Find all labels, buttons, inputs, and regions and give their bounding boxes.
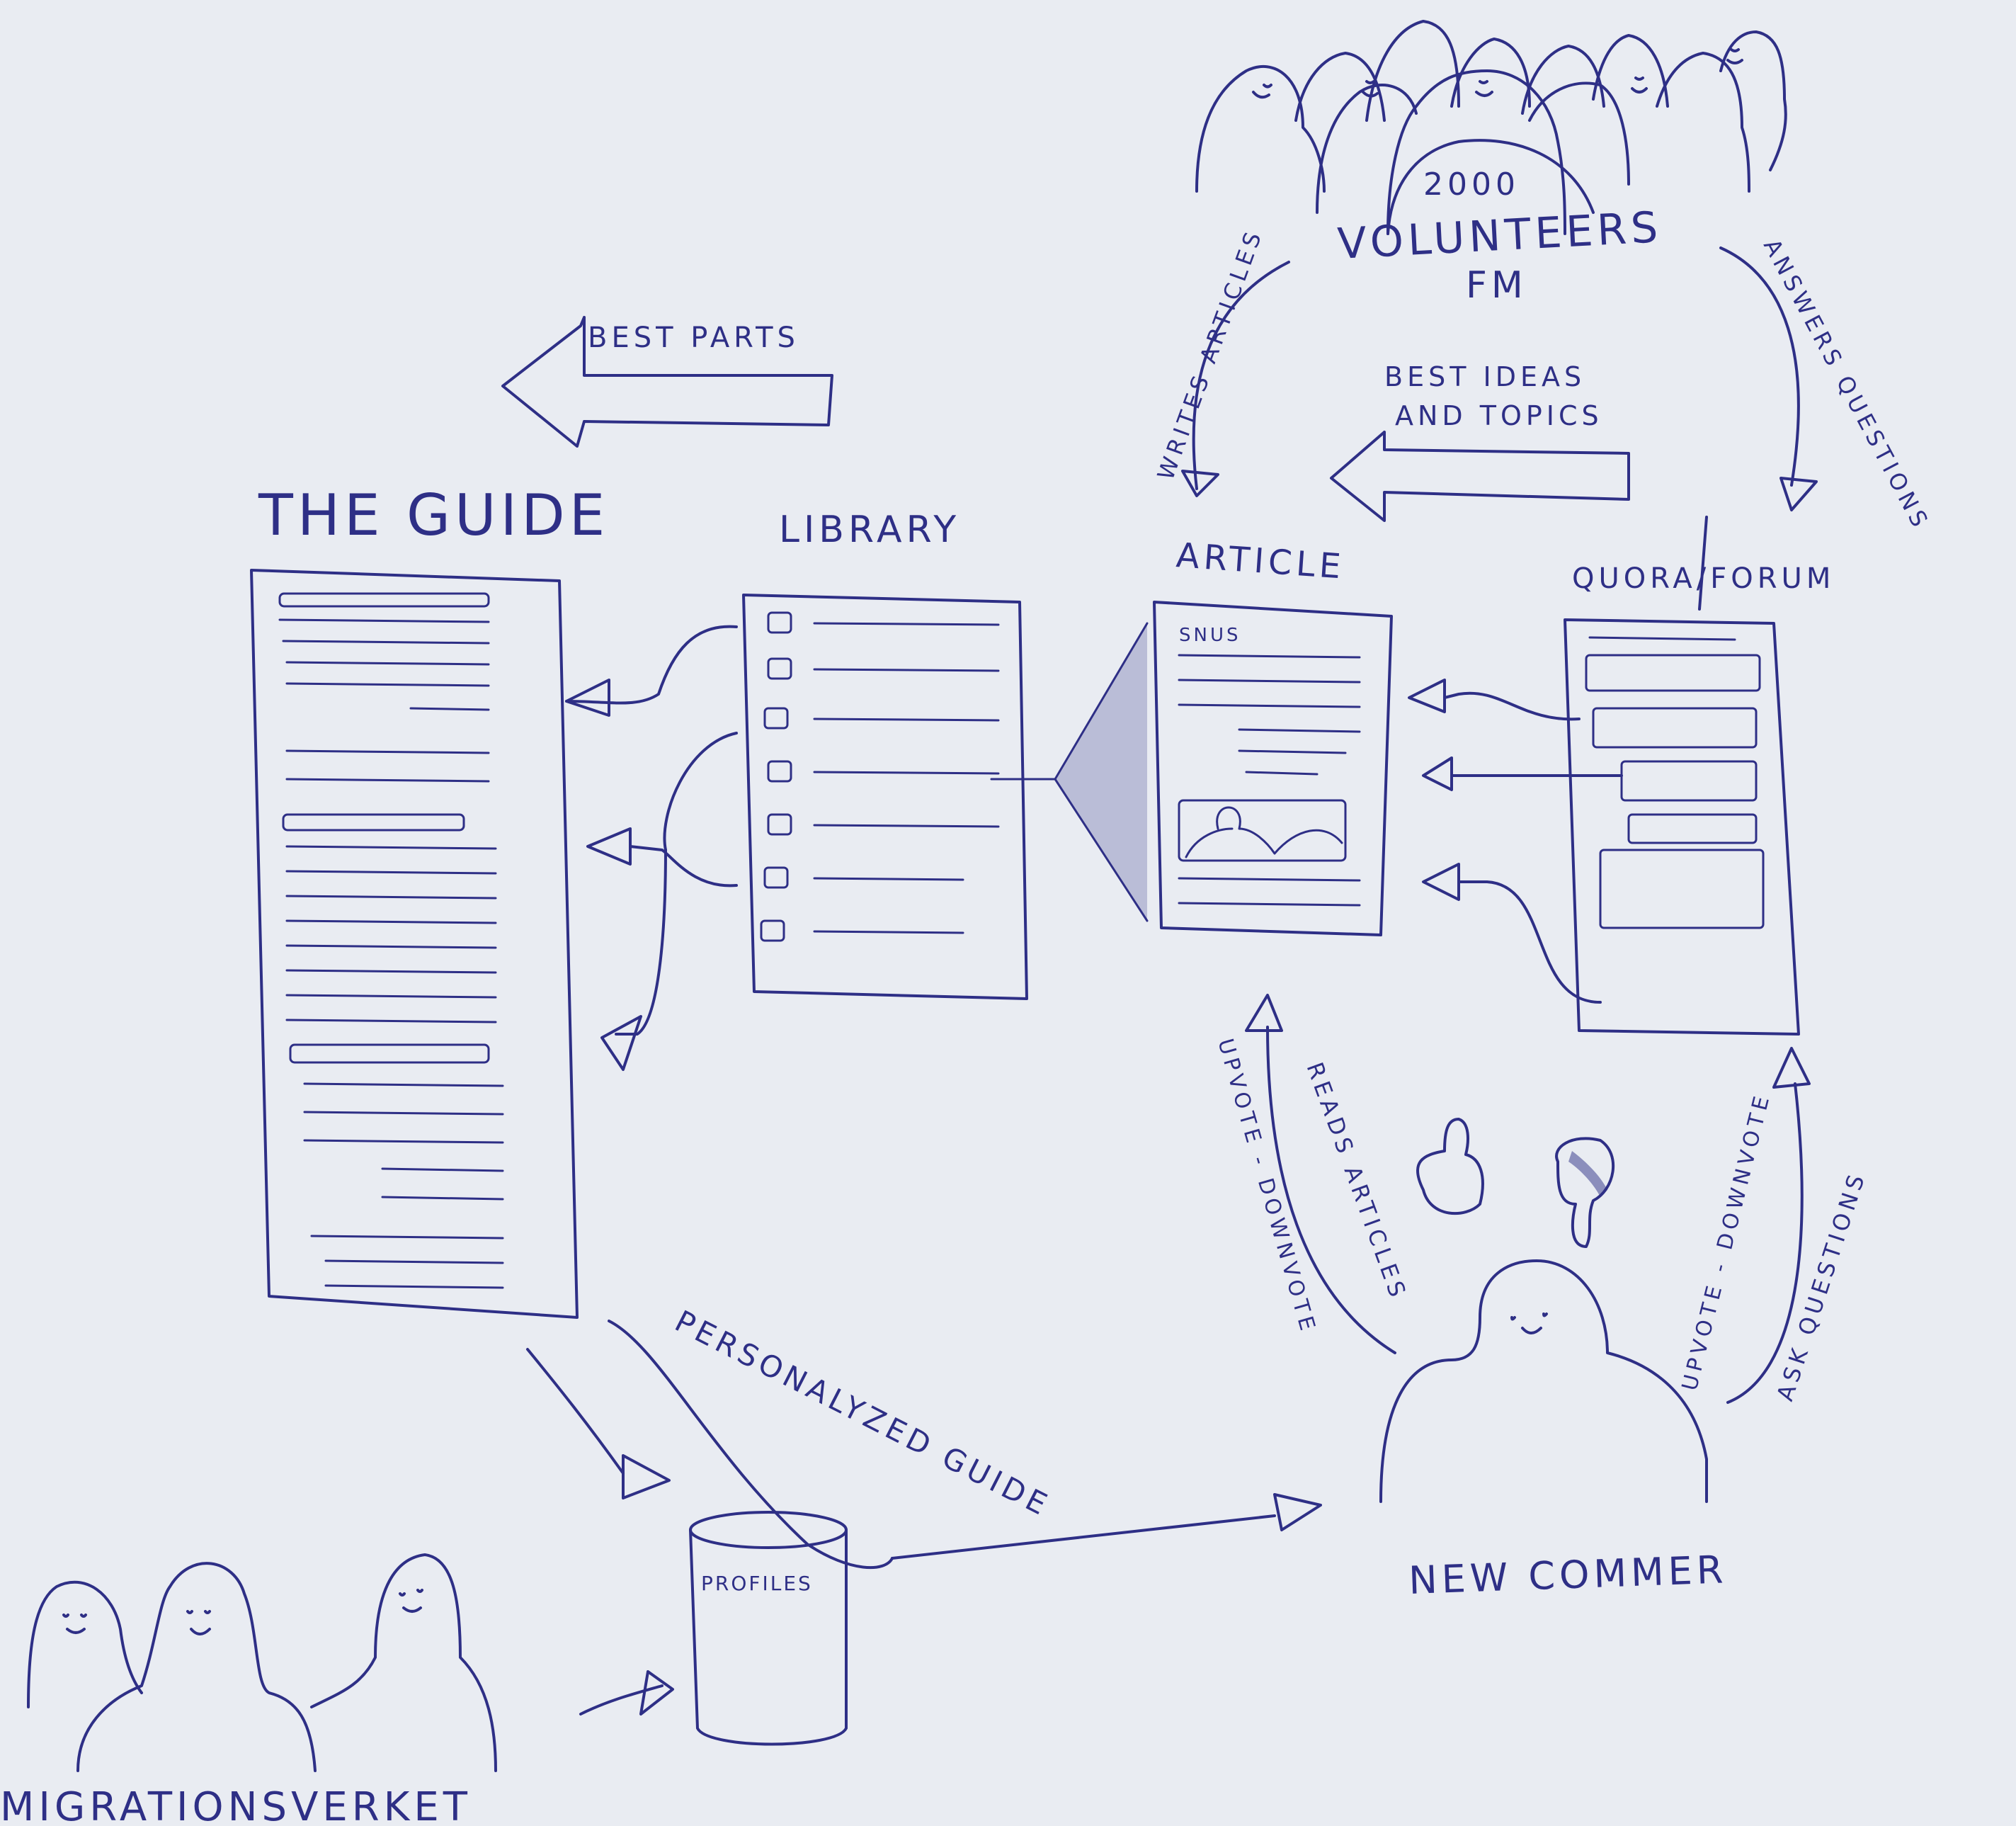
personalized-guide-arrow (526, 1320, 1322, 1570)
upvote-downvote-right-label: UPVOTE - DOWNVOTE (1678, 1090, 1776, 1393)
article-image (1178, 799, 1347, 862)
library-checkbox (767, 657, 792, 680)
volunteers-title: VOLUNTEERS (1336, 203, 1663, 269)
library-checkbox (767, 813, 792, 836)
the-guide-document (250, 569, 579, 1319)
new-commer-figure (1379, 1118, 1708, 1503)
library-checkbox (767, 611, 792, 634)
quora-forum-panel (1408, 618, 1800, 1036)
upvote-downvote-left-label: UPVOTE - DOWNVOTE (1212, 1036, 1321, 1337)
article-heading-snus: SNUS (1179, 625, 1241, 646)
thumbs-up-icon (1416, 1118, 1484, 1215)
answers-questions-arc (1719, 246, 1818, 511)
profiles-database (689, 1511, 848, 1746)
volunteers-count: 2000 (1423, 166, 1520, 203)
writes-articles-label: WRITES ARTICLES (1152, 225, 1268, 483)
library-checkbox (760, 919, 785, 942)
best-parts-label: BEST PARTS (588, 322, 799, 354)
library-checkbox (763, 866, 789, 889)
volunteers-crowd (1195, 20, 1787, 235)
ask-questions-label: ASK QUESTIONS (1771, 1167, 1871, 1404)
best-parts-arrow (501, 316, 833, 448)
library-checkbox (763, 707, 789, 730)
profiles-label: PROFILES (701, 1572, 813, 1595)
migrationsverket-crowd (27, 1553, 674, 1772)
library-title: LIBRARY (779, 509, 960, 551)
new-commer-label: NEW COMMER (1408, 1547, 1728, 1603)
the-guide-title: THE GUIDE (258, 482, 609, 548)
volunteers-subtitle: FM (1466, 264, 1527, 307)
library-list (565, 594, 1028, 1071)
best-ideas-label-2: AND TOPICS (1395, 400, 1603, 431)
article-document: SNUS (990, 601, 1393, 936)
migrationsverket-label: MIGRATIONSVERKET (0, 1784, 472, 1826)
personalized-guide-label: PERSONALYZED GUIDE (669, 1303, 1056, 1524)
best-ideas-label-1: BEST IDEAS (1384, 361, 1585, 392)
best-ideas-arrow (1330, 431, 1630, 522)
writes-articles-arc (1181, 261, 1290, 497)
article-title: ARTICLE (1175, 535, 1346, 587)
ask-questions-arc (1726, 1047, 1811, 1404)
reads-articles-label: READS ARTICLES (1301, 1059, 1412, 1305)
thumbs-down-icon (1555, 1137, 1614, 1248)
library-checkbox (767, 760, 792, 783)
reads-articles-arc (1245, 994, 1396, 1354)
quora-slash (1698, 516, 1708, 611)
